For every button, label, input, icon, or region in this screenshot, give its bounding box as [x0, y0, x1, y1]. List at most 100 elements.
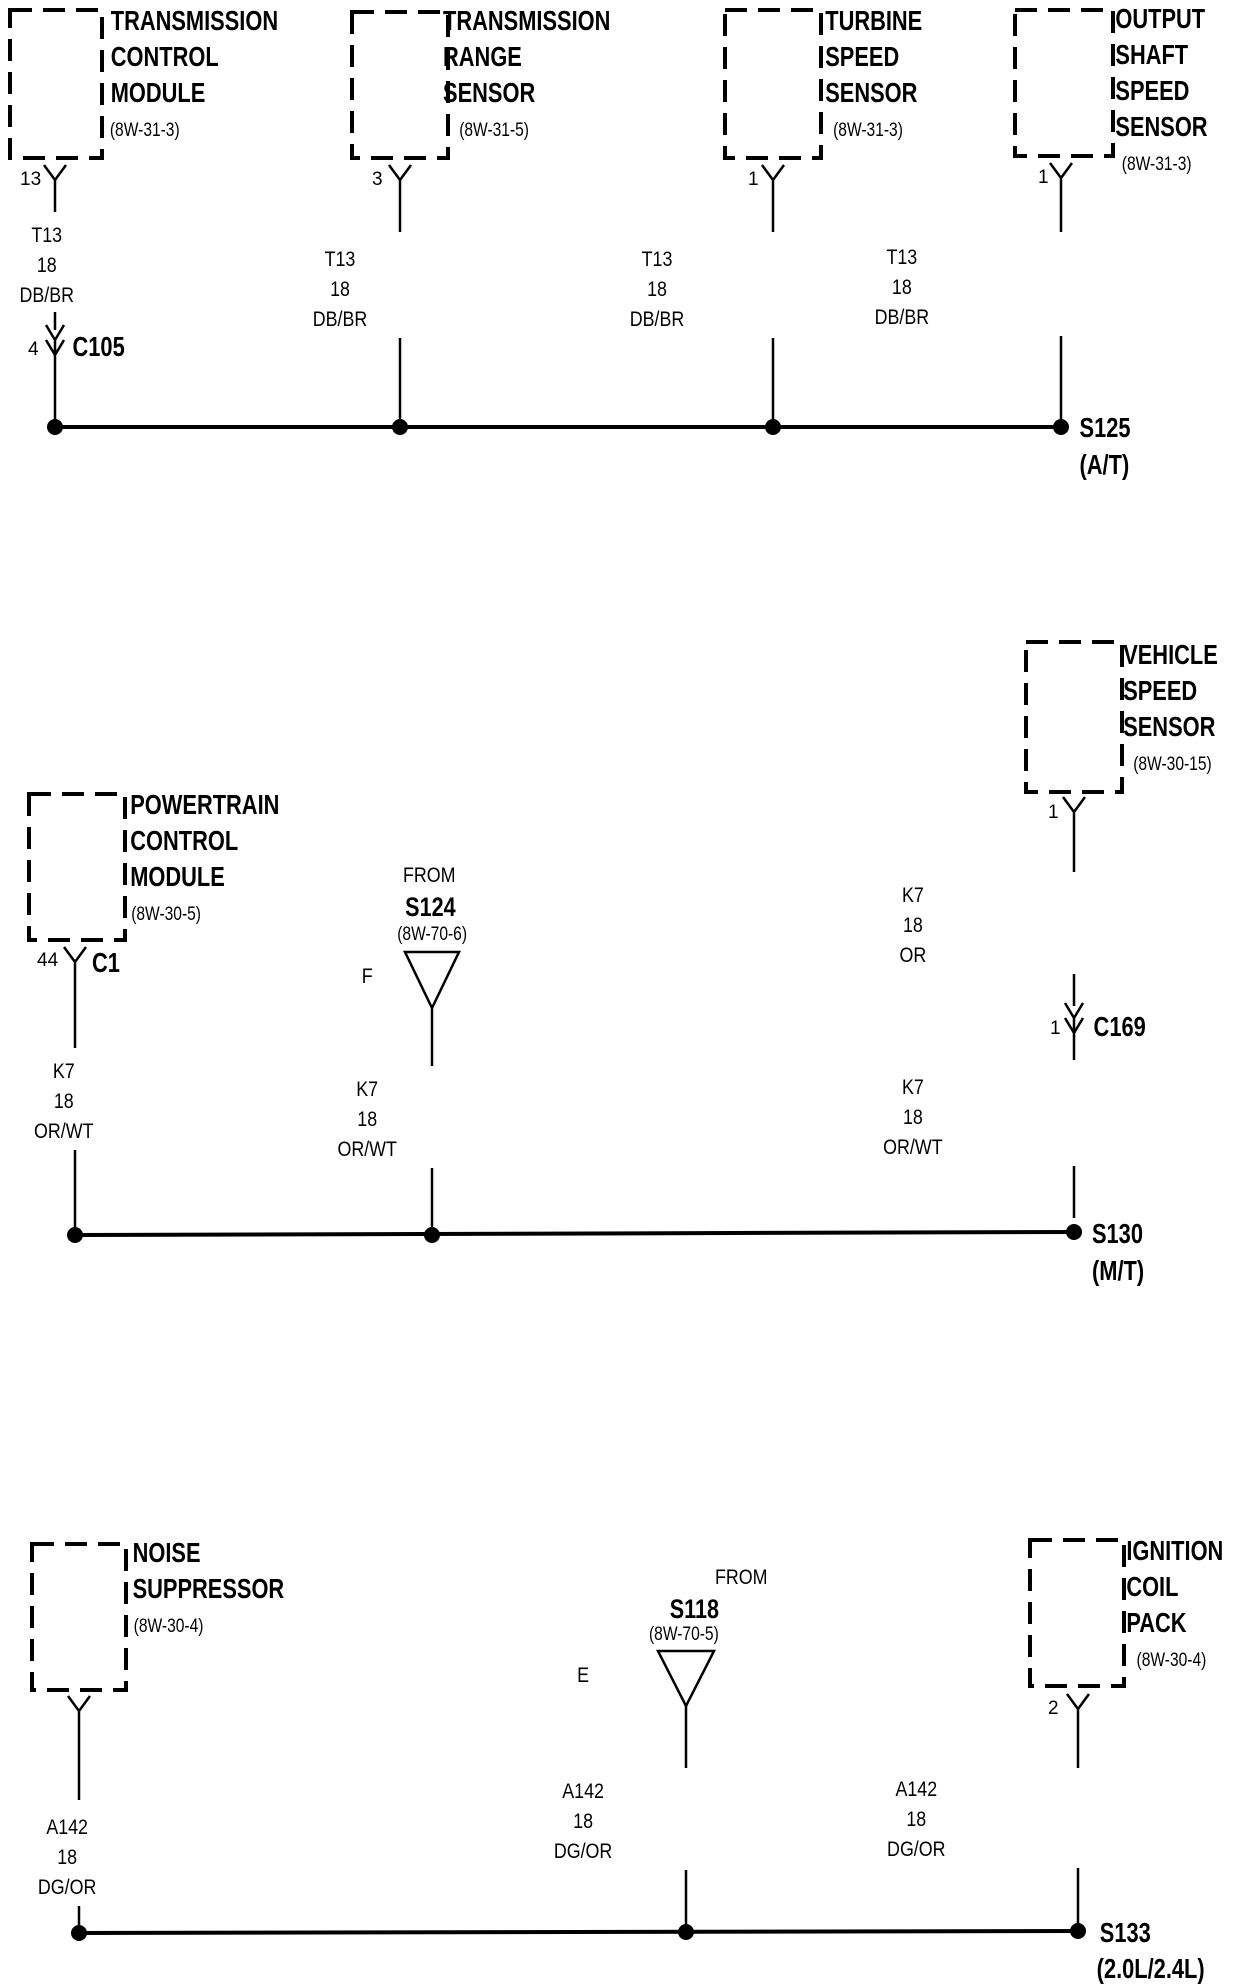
page-reference: (8W-30-4)	[1137, 1649, 1207, 1671]
pin-number: 13	[20, 169, 41, 190]
component-box	[1013, 8, 1115, 158]
wire-circuit: K7	[356, 1078, 378, 1102]
page-reference: (8W-30-5)	[131, 903, 201, 925]
wire-circuit: K7	[902, 1076, 924, 1100]
component-name-line: PACK	[1126, 1607, 1186, 1638]
inline-connector-pin: 1	[1050, 1018, 1061, 1039]
wire-gauge: 18	[37, 254, 57, 278]
component-name-line: COIL	[1126, 1571, 1178, 1602]
wire-color: DB/BR	[875, 306, 929, 330]
wire-color: OR/WT	[34, 1120, 94, 1144]
component-name-line: SPEED	[825, 41, 899, 72]
component-box	[350, 10, 450, 160]
wire-gauge: 18	[903, 1106, 923, 1130]
component-name-line: SENSOR	[443, 77, 535, 108]
splice-note: (2.0L/2.4L)	[1097, 1953, 1205, 1984]
component-box	[30, 1542, 128, 1692]
pin-number: 1	[748, 169, 759, 190]
component-name-line: OUTPUT	[1115, 3, 1205, 34]
circuit-section-s130: VEHICLE SPEED SENSOR (8W-30-15) 1 K7 18 …	[27, 639, 1218, 1287]
inline-connector-symbol	[1063, 974, 1085, 1060]
circuit-section-s125: TRANSMISSION CONTROL MODULE (8W-31-3) 13…	[8, 3, 1208, 481]
splice-note: (A/T)	[1080, 449, 1130, 480]
component-name-line: NOISE	[133, 1537, 201, 1568]
page-reference: (8W-31-3)	[833, 119, 903, 141]
component-box	[723, 8, 823, 160]
component-transmission-range-sensor: TRANSMISSION RANGE SENSOR (8W-31-5) 3 T1…	[313, 5, 610, 420]
pin-number: 1	[1038, 167, 1049, 188]
component-vehicle-speed-sensor: VEHICLE SPEED SENSOR (8W-30-15) 1 K7 18 …	[883, 639, 1218, 1218]
splice-id: S130	[1092, 1218, 1143, 1249]
wire-gauge: 18	[892, 276, 912, 300]
wire-circuit: K7	[53, 1060, 75, 1084]
component-name-line: TRANSMISSION	[443, 5, 610, 36]
page-reference: (8W-70-5)	[649, 1623, 719, 1645]
wire-gauge: 18	[357, 1108, 377, 1132]
connector-pin-symbol	[1065, 1693, 1091, 1768]
component-name-line: MODULE	[111, 77, 206, 108]
component-powertrain-control-module: POWERTRAIN CONTROL MODULE (8W-30-5) 44 C…	[27, 789, 279, 1228]
from-label: FROM	[715, 1566, 768, 1590]
component-box	[1028, 1538, 1126, 1688]
page-reference: (8W-31-3)	[1122, 153, 1192, 175]
from-splice-id: S118	[670, 1595, 719, 1625]
connector-pin-symbol	[62, 946, 88, 1048]
circuit-section-s133: NOISE SUPPRESSOR (8W-30-4) A142 18 DG/OR…	[30, 1535, 1223, 1985]
junction-dot	[71, 1925, 87, 1941]
junction-dot	[67, 1227, 83, 1243]
wire-gauge: 18	[330, 278, 350, 302]
component-box	[27, 792, 127, 942]
pin-number: 2	[1048, 1698, 1059, 1719]
component-output-shaft-speed-sensor: OUTPUT SHAFT SPEED SENSOR (8W-31-3) 1 T1…	[875, 3, 1208, 420]
component-ignition-coil-pack: IGNITION COIL PACK (8W-30-4) 2 A142 18 D…	[887, 1535, 1223, 1924]
splice-id: S125	[1080, 412, 1131, 443]
component-name-line: SENSOR	[1115, 111, 1207, 142]
pin-number: 1	[1048, 802, 1059, 823]
component-name-line: MODULE	[130, 861, 225, 892]
wire-circuit: K7	[902, 884, 924, 908]
wire-color: DG/OR	[38, 1876, 96, 1900]
from-splice-s124: FROM S124 (8W-70-6) F K7 18 OR/WT	[337, 864, 467, 1228]
inline-connector-name: C169	[1094, 1011, 1146, 1042]
component-noise-suppressor: NOISE SUPPRESSOR (8W-30-4) A142 18 DG/OR	[30, 1537, 284, 1926]
connector-pin-symbol	[1061, 796, 1087, 872]
wire-color: DB/BR	[630, 308, 684, 332]
pin-number: 44	[37, 950, 59, 971]
wire-gauge: 18	[57, 1846, 77, 1870]
splice-note: (M/T)	[1092, 1255, 1144, 1286]
splice-reference-letter: F	[362, 965, 373, 989]
component-name-line: IGNITION	[1126, 1535, 1223, 1566]
connector-pin-symbol	[42, 164, 68, 212]
inline-connector-pin: 4	[28, 339, 39, 360]
junction-dot	[678, 1924, 694, 1940]
splice-dot	[1070, 1923, 1086, 1939]
splice-dot	[1053, 419, 1069, 435]
component-name-line: TRANSMISSION	[111, 5, 278, 36]
component-name-line: SENSOR	[1123, 711, 1215, 742]
wire-color: OR/WT	[337, 1138, 397, 1162]
page-reference: (8W-30-15)	[1133, 753, 1211, 775]
component-transmission-control-module: TRANSMISSION CONTROL MODULE (8W-31-3) 13…	[8, 5, 278, 420]
inline-connector-symbol	[44, 312, 66, 420]
wire-circuit: T13	[642, 248, 673, 272]
component-name-line: SPEED	[1115, 75, 1189, 106]
junction-dot	[424, 1227, 440, 1243]
splice-reference-letter: E	[577, 1664, 589, 1688]
connector-name: C1	[92, 947, 120, 978]
wire-circuit: A142	[895, 1778, 937, 1802]
wire-gauge: 18	[906, 1808, 926, 1832]
splice-dot	[1066, 1224, 1082, 1240]
connector-pin-symbol	[387, 164, 413, 232]
wire-color: DG/OR	[554, 1840, 612, 1864]
wire-gauge: 18	[54, 1090, 74, 1114]
from-splice-id: S124	[405, 893, 456, 923]
component-name-line: VEHICLE	[1123, 639, 1218, 670]
page-reference: (8W-70-6)	[397, 923, 467, 945]
component-turbine-speed-sensor: TURBINE SPEED SENSOR (8W-31-3) 1 T13 18 …	[630, 5, 922, 420]
wire-color: DG/OR	[887, 1838, 945, 1862]
from-splice-s118: FROM S118 (8W-70-5) E A142 18 DG/OR	[554, 1566, 768, 1926]
component-name-line: SPEED	[1123, 675, 1197, 706]
junction-dot	[47, 419, 63, 435]
connector-pin-symbol	[1048, 162, 1074, 232]
wire-color: OR	[900, 944, 927, 968]
